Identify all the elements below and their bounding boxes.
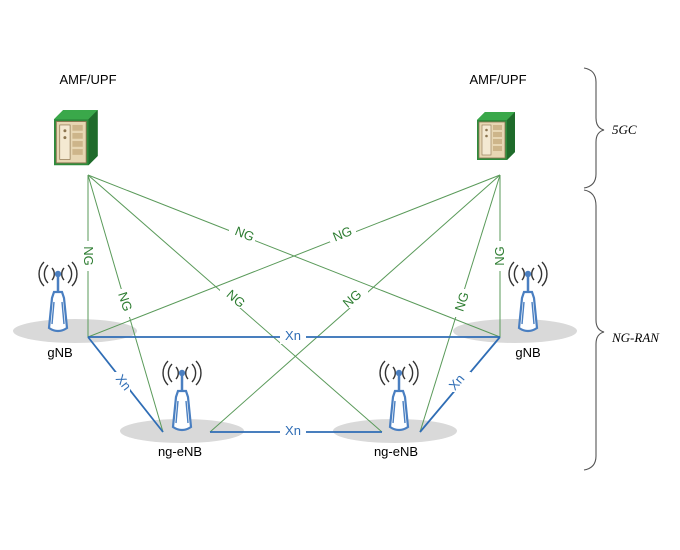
xn-link-labels: Xn Xn Xn Xn	[108, 328, 471, 439]
amf-upf-right: AMF/UPF	[469, 72, 527, 161]
ng-label: NG	[452, 290, 472, 313]
core-network-label: 5GC	[612, 122, 637, 137]
amf-upf-left: AMF/UPF	[53, 72, 117, 166]
amf-upf-label: AMF/UPF	[469, 72, 526, 87]
gnb-label: gNB	[47, 345, 72, 360]
xn-label: Xn	[285, 328, 301, 343]
ng-label: NG	[492, 246, 507, 266]
ng-enb-right: ng-eNB	[374, 359, 420, 459]
ran-label: NG-RAN	[611, 330, 660, 345]
server-icon	[476, 111, 516, 161]
platform-shadows	[13, 319, 577, 443]
gnb-label: gNB	[515, 345, 540, 360]
ng-enb-label: ng-eNB	[374, 444, 418, 459]
ran-brace: NG-RAN	[583, 189, 660, 471]
ng-link	[87, 174, 501, 338]
ng-label: NG	[115, 290, 135, 313]
gnb-right-shadow	[453, 319, 577, 343]
core-brace: 5GC	[583, 67, 637, 189]
xn-label: Xn	[285, 423, 301, 438]
gnb-left-shadow	[13, 319, 137, 343]
xn-links	[87, 336, 501, 433]
ng-links	[87, 174, 501, 433]
ng-enb-left: ng-eNB	[158, 359, 203, 459]
amf-upf-label: AMF/UPF	[59, 72, 116, 87]
ng-label: NG	[81, 246, 96, 266]
ng-link-labels: NG NG NG NG NG NG NG NG	[79, 223, 509, 317]
ng-label: NG	[330, 223, 354, 244]
gnb-left: gNB	[37, 260, 79, 360]
ng-enb-label: ng-eNB	[158, 444, 202, 459]
ng-label: NG	[233, 223, 257, 244]
server-icon	[53, 109, 99, 166]
gnb-right: gNB	[507, 260, 549, 360]
